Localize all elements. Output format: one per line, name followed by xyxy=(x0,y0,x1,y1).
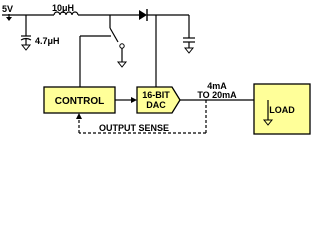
control-block xyxy=(43,86,116,114)
output-ground-icon xyxy=(183,47,195,54)
output-sense-label: OUTPUT SENSE xyxy=(99,123,169,133)
dac-label-line2: DAC xyxy=(146,100,166,110)
inductor-label: 10μH xyxy=(52,3,74,13)
supply-voltage-label: 5V xyxy=(2,4,13,14)
switch-ground-icon xyxy=(116,61,128,68)
load-ground-icon xyxy=(262,119,274,126)
switch-blade-icon xyxy=(109,27,119,43)
output-current-line2: TO 20mA xyxy=(197,90,237,100)
sense-arrow-icon xyxy=(76,113,82,119)
input-cap-label: 4.7μH xyxy=(35,36,60,46)
inductor-coil-icon xyxy=(53,11,79,16)
load-label: LOAD xyxy=(269,105,295,115)
dac-label-line1: 16-BIT xyxy=(142,90,170,100)
output-current-line1: 4mA xyxy=(207,81,227,91)
supply-arrow-icon xyxy=(6,17,12,21)
input-cap-plate-bottom xyxy=(20,37,32,41)
switch-contact-icon xyxy=(119,43,125,49)
load-block xyxy=(253,83,311,135)
diode-icon xyxy=(139,10,147,20)
circuit-diagram: 5V 4.7μH 10μH CONTROL 16-BIT DAC 4mA TO … xyxy=(2,3,311,135)
input-ground-icon xyxy=(20,44,32,51)
control-to-dac-arrow-icon xyxy=(131,97,137,103)
control-block-label: CONTROL xyxy=(55,96,104,107)
dac-block xyxy=(136,86,181,114)
